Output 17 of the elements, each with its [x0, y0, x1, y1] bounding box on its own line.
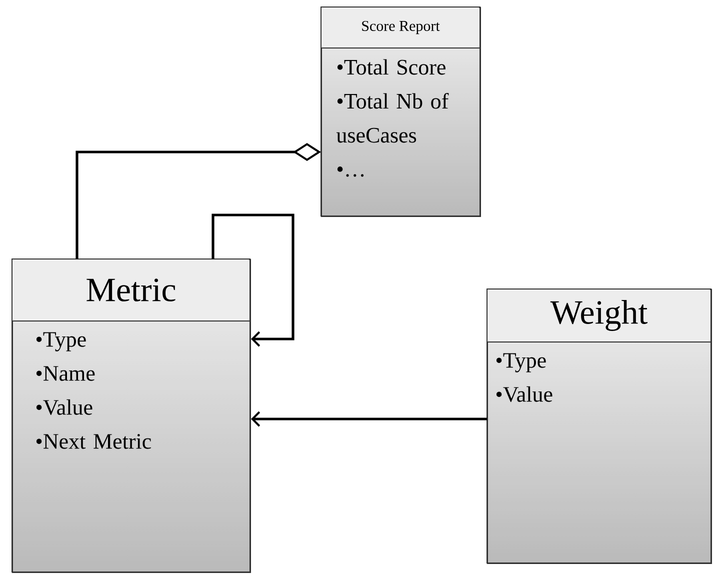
connector: [212, 214, 294, 347]
attribute-text: •Value: [36, 399, 92, 415]
class-name: Metric: [86, 278, 176, 302]
attribute-text: •Type: [36, 332, 86, 352]
attribute-text: •Value: [496, 386, 552, 402]
attribute-text: •Total Nb of useCases: [336, 92, 449, 143]
class-box: [320, 6, 481, 217]
class-name: Score Report: [362, 20, 440, 34]
attribute-text: •…: [337, 166, 364, 177]
attribute-text: •Total Score: [337, 59, 446, 75]
class-name: Weight: [550, 300, 648, 331]
class-box: [12, 258, 251, 573]
connector: [251, 411, 487, 427]
class-box: [486, 288, 712, 564]
attribute-text: •Type: [496, 353, 546, 372]
attribute-text: •Name: [36, 366, 95, 381]
attribute-text: •Next Metric: [36, 434, 151, 449]
